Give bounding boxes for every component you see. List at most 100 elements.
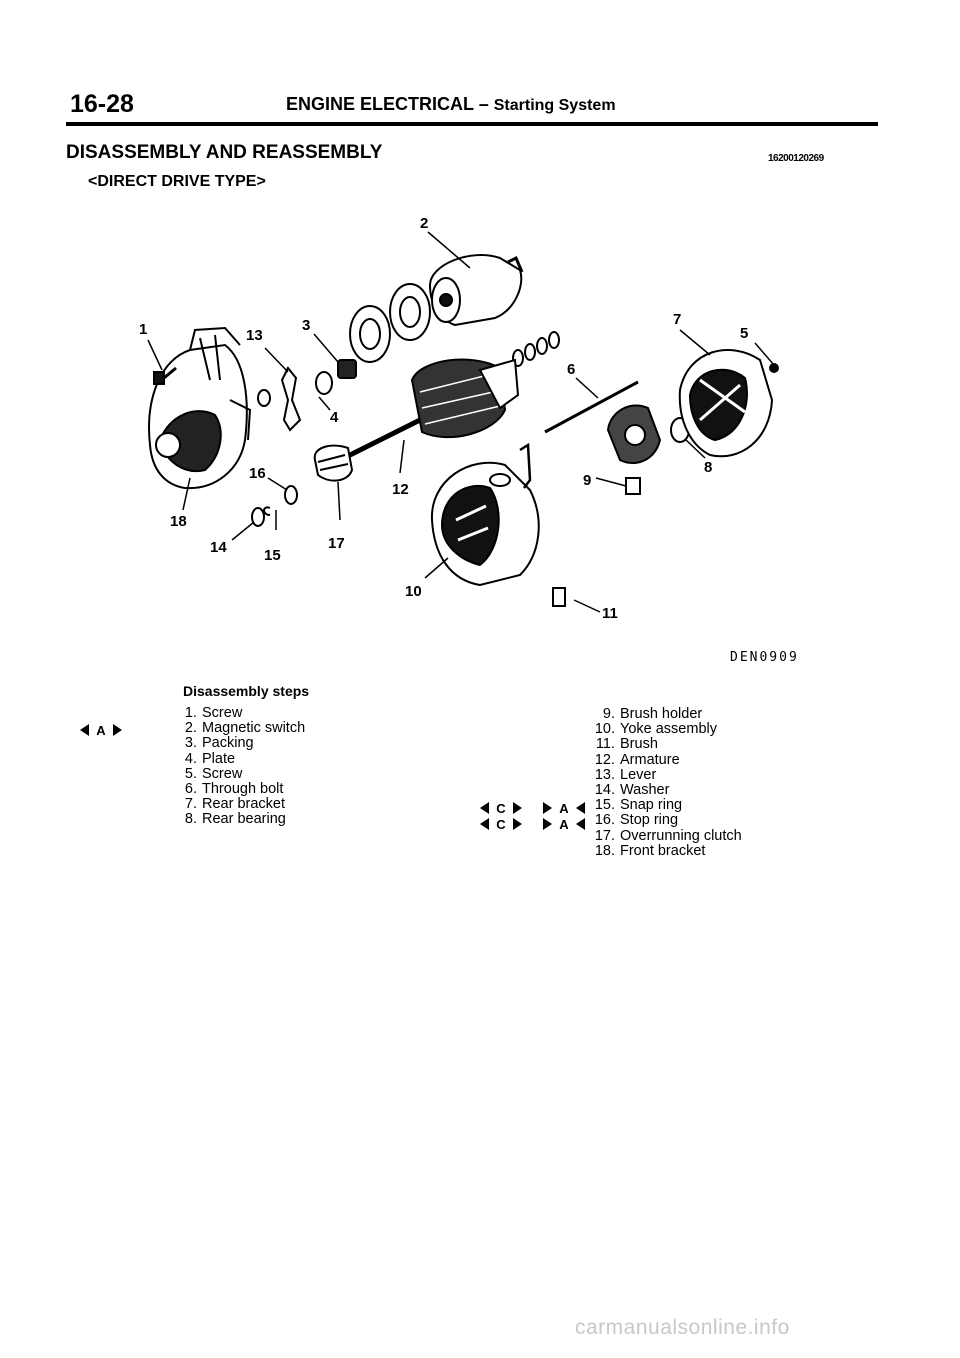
step-label: Washer bbox=[620, 782, 670, 799]
section-title: DISASSEMBLY AND REASSEMBLY bbox=[66, 142, 383, 163]
step-number: 11. bbox=[595, 736, 615, 753]
step-label: Stop ring bbox=[620, 812, 679, 829]
step-label: Through bolt bbox=[202, 781, 284, 798]
step-number: 18. bbox=[594, 842, 615, 859]
step-item: 7. Rear bracket bbox=[183, 797, 305, 812]
step-number: 17. bbox=[594, 827, 615, 844]
callout-14: 14 bbox=[210, 539, 227, 556]
brush-part bbox=[552, 587, 566, 607]
step-item: 11.Brush bbox=[591, 737, 742, 752]
step-number: 5. bbox=[184, 765, 197, 782]
header-title: ENGINE ELECTRICAL – Starting System bbox=[286, 94, 616, 115]
page-number: 16-28 bbox=[70, 90, 134, 118]
step-label: Snap ring bbox=[620, 797, 683, 814]
step-label: Rear bracket bbox=[202, 796, 286, 813]
disassembly-steps-right: 9.Brush holder 10.Yoke assembly 11.Brush… bbox=[591, 706, 742, 859]
overrunning-clutch-part bbox=[313, 444, 354, 482]
step-number: 10. bbox=[594, 721, 615, 738]
step-number: 14. bbox=[594, 782, 615, 799]
reassembly-symbol-A: A bbox=[543, 801, 585, 816]
reassembly-A-letter: A bbox=[559, 817, 569, 832]
watermark-link[interactable]: carmanualsonline.info bbox=[575, 1316, 790, 1339]
callout-4: 4 bbox=[330, 409, 339, 426]
magnetic-switch-part bbox=[428, 254, 524, 327]
exploded-view-diagram: 1 2 3 4 5 6 7 8 9 10 11 12 13 14 15 16 1… bbox=[139, 215, 779, 622]
callout-15: 15 bbox=[264, 547, 281, 564]
service-symbol-A: A bbox=[80, 723, 122, 738]
header-dash: – bbox=[478, 94, 489, 114]
gasket-part bbox=[349, 305, 391, 363]
callout-2: 2 bbox=[420, 215, 428, 232]
step-item: 16. Stop ring bbox=[591, 813, 742, 828]
symbol-C-letter: C bbox=[496, 817, 506, 832]
section-name: Starting System bbox=[493, 97, 616, 114]
chapter-title: ENGINE ELECTRICAL bbox=[286, 94, 474, 114]
brush-holder-part bbox=[606, 404, 662, 495]
callout-17: 17 bbox=[328, 535, 345, 552]
callout-8: 8 bbox=[704, 459, 712, 476]
symbol-A-letter: A bbox=[96, 723, 106, 738]
step-label: Lever bbox=[620, 766, 657, 783]
packing-part bbox=[337, 359, 357, 379]
step-label: Packing bbox=[202, 735, 254, 752]
symbol-C-letter: C bbox=[496, 801, 506, 816]
step-number: 13. bbox=[594, 766, 615, 783]
lever-part bbox=[280, 366, 302, 432]
step-number: 1. bbox=[184, 705, 197, 721]
step-number: 4. bbox=[184, 750, 197, 767]
leader-lines bbox=[147, 231, 775, 613]
callout-6: 6 bbox=[567, 361, 575, 378]
step-label: Front bracket bbox=[620, 842, 706, 859]
front-bracket-part bbox=[148, 326, 252, 490]
step-item: 13. Lever bbox=[591, 766, 742, 783]
callout-1: 1 bbox=[139, 321, 147, 338]
step-item: 18. Front bracket bbox=[591, 842, 742, 859]
document-code: 16200120269 bbox=[768, 153, 824, 164]
callout-10: 10 bbox=[405, 583, 422, 600]
callout-18: 18 bbox=[170, 513, 187, 530]
step-label: Armature bbox=[620, 751, 680, 768]
subtitle: <DIRECT DRIVE TYPE> bbox=[88, 173, 266, 190]
gasket-inner bbox=[359, 318, 381, 350]
callout-11: 11 bbox=[602, 605, 618, 622]
stop-ring-part bbox=[284, 485, 298, 505]
step-item: 1. Screw bbox=[183, 705, 305, 721]
callout-7: 7 bbox=[673, 311, 681, 328]
step-number: 15. bbox=[594, 797, 615, 814]
callout-5: 5 bbox=[740, 325, 748, 342]
steps-heading: Disassembly steps bbox=[183, 683, 310, 699]
callout-9: 9 bbox=[583, 472, 591, 489]
step-item: 4. Plate bbox=[183, 750, 305, 767]
step-label: Magnetic switch bbox=[202, 720, 306, 737]
service-symbol-C: C bbox=[480, 817, 522, 832]
step-label: Brush holder bbox=[620, 706, 703, 722]
callout-12: 12 bbox=[392, 481, 409, 498]
step-item: 12. Armature bbox=[591, 751, 742, 768]
reassembly-symbol-A: A bbox=[543, 817, 585, 832]
washer-part bbox=[251, 507, 265, 527]
reassembly-A-letter: A bbox=[559, 801, 569, 816]
step-number: 12. bbox=[594, 751, 615, 768]
disassembly-steps-left: 1.Screw 2.Magnetic switch 3.Packing 4.Pl… bbox=[183, 705, 306, 828]
step-item: 17. Overrunning clutch bbox=[591, 827, 742, 844]
yoke-assembly-part bbox=[430, 442, 540, 587]
step-label: Plate bbox=[202, 750, 236, 767]
callout-13: 13 bbox=[246, 327, 263, 344]
through-bolt-part bbox=[544, 380, 639, 434]
step-number: 2. bbox=[184, 720, 197, 737]
step-item: 6. Through bolt bbox=[183, 781, 305, 798]
step-number: 7. bbox=[184, 796, 197, 813]
step-item: 14. Washer bbox=[591, 782, 742, 799]
washers-part bbox=[512, 331, 560, 367]
gasket-inner bbox=[399, 296, 421, 328]
step-item: 5.Screw bbox=[183, 765, 305, 782]
header-rule bbox=[66, 122, 878, 126]
step-number: 8. bbox=[184, 811, 197, 828]
step-number: 16. bbox=[594, 812, 615, 829]
step-number: 6. bbox=[184, 781, 197, 798]
step-label: Overrunning clutch bbox=[620, 827, 742, 844]
step-label: Screw bbox=[202, 705, 243, 721]
callout-16: 16 bbox=[249, 465, 266, 482]
gasket-part bbox=[389, 283, 431, 341]
screw-part bbox=[153, 366, 177, 385]
